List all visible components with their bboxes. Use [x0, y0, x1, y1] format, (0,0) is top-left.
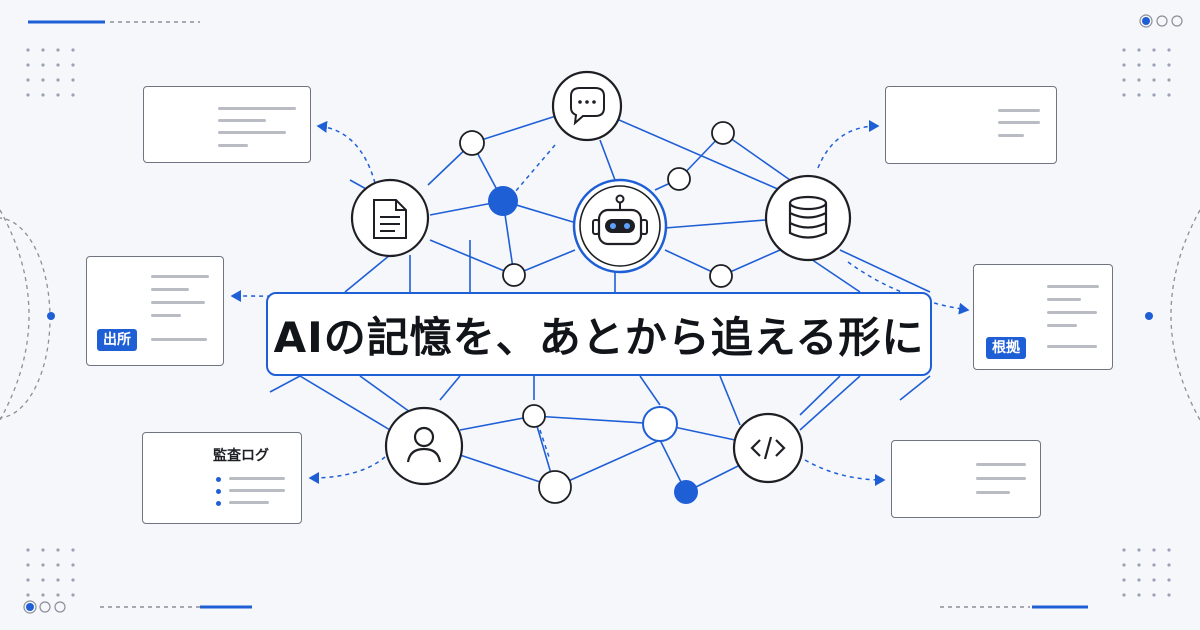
card-analytics	[891, 440, 1041, 518]
right-side-arc	[1170, 209, 1200, 421]
hub-robot	[572, 178, 668, 274]
node-small	[667, 167, 691, 191]
node-filled	[674, 480, 698, 504]
card-evidence: 根拠	[973, 264, 1113, 370]
node-small	[642, 406, 678, 442]
corner-decoration-bottom-left	[23, 600, 252, 614]
small-nodes	[459, 121, 735, 504]
node-small	[709, 264, 733, 288]
hub-database	[764, 174, 852, 262]
chat-bubble-icon	[570, 87, 605, 126]
source-badge: 出所	[97, 329, 137, 351]
corner-decoration-top-right	[1139, 14, 1183, 28]
document-icon	[373, 199, 407, 239]
robot-icon	[592, 194, 648, 246]
left-side-arc	[0, 217, 51, 419]
hub-user	[384, 406, 464, 486]
evidence-badge: 根拠	[986, 337, 1026, 359]
node-small	[711, 121, 735, 145]
hub-chat	[551, 70, 623, 142]
node-filled	[488, 186, 518, 216]
node-small	[502, 263, 526, 287]
audit-log-title: 監査ログ	[213, 448, 269, 464]
card-structure	[885, 86, 1057, 164]
card-chat	[143, 86, 311, 163]
dot-grid-decoration	[26, 48, 1171, 597]
node-small	[522, 404, 546, 428]
database-icon	[788, 195, 828, 239]
headline-box: AIの記憶を、あとから追える形に	[266, 292, 932, 376]
card-source: 出所	[86, 256, 224, 366]
hub-code	[732, 412, 804, 484]
user-icon	[406, 426, 442, 463]
card-audit-log: 監査ログ	[142, 432, 302, 524]
node-small	[459, 130, 485, 156]
code-icon	[750, 436, 786, 460]
node-small	[538, 470, 572, 504]
headline: AIの記憶を、あとから追える形に	[273, 312, 925, 362]
hub-document	[350, 178, 430, 258]
